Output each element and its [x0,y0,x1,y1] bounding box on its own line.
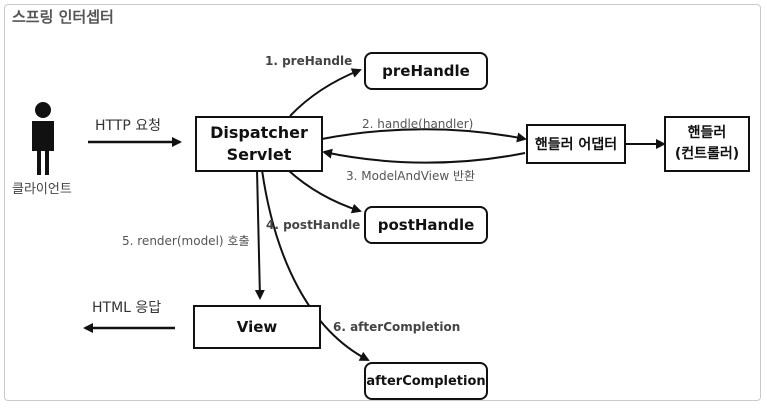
html-response-label: HTML 응답 [92,300,162,316]
step4-label: 4. postHandle [266,218,361,232]
client-person-icon [32,102,54,175]
render-arrow [254,169,265,300]
handler-label: 핸들러 (컨트롤러) [674,125,740,162]
aftercompletion-box: afterCompletion [364,362,488,400]
step1-label: 1. preHandle [265,54,353,68]
aftercompletion-arrow [261,169,370,361]
http-request-label: HTTP 요청 [95,118,162,134]
prehandle-arrow [289,68,362,117]
view-box: View [193,305,321,349]
client-label: 클라이언트 [12,182,72,197]
prehandle-box: preHandle [364,52,488,90]
posthandle-arrow [287,169,362,214]
handle-arrow [321,128,527,143]
step3-label: 3. ModelAndView 반환 [346,169,476,183]
diagram-frame [4,4,761,401]
step2-label: 2. handle(handler) [362,117,474,131]
modelandview-arrow [322,148,526,164]
handler-box: 핸들러 (컨트롤러) [664,116,750,172]
step5-label: 5. render(model) 호출 [122,234,250,248]
handler-adapter-box: 핸들러 어댑터 [526,124,626,164]
prehandle-label: preHandle [382,62,470,80]
dispatcher-servlet-box: Dispatcher Servlet [195,116,323,172]
view-label: View [236,318,278,336]
handler-adapter-label: 핸들러 어댑터 [534,137,618,153]
dispatcher-servlet-label: Dispatcher Servlet [210,123,308,164]
diagram-title: 스프링 인터셉터 [12,8,114,26]
posthandle-label: postHandle [377,216,475,234]
aftercompletion-label: afterCompletion [366,373,486,389]
posthandle-box: postHandle [364,206,488,244]
step6-label: 6. afterCompletion [333,320,461,334]
